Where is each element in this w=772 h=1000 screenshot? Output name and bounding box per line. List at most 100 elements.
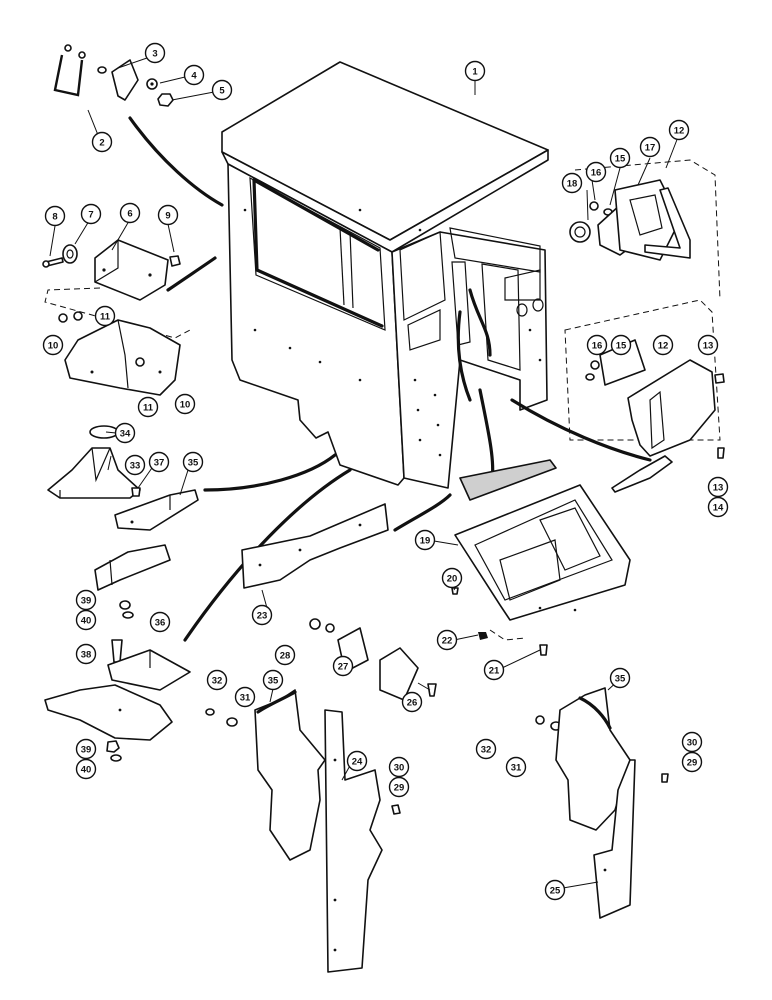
bolt-38 <box>111 639 123 663</box>
plate-12-upper <box>644 187 691 259</box>
callout-circle <box>274 644 296 666</box>
callout-number: 22 <box>442 635 453 646</box>
callout-number: 31 <box>511 762 522 773</box>
callout-c20: 20 <box>441 567 463 589</box>
callout-number: 26 <box>407 697 418 708</box>
side-panel-35 <box>254 689 326 861</box>
nut-16-lower <box>590 360 600 370</box>
callout-c10a: 10 <box>42 334 64 356</box>
side-panel-35-right <box>555 687 631 831</box>
callout-circle <box>346 750 368 772</box>
callout-c34: 34 <box>114 422 136 444</box>
callout-number: 29 <box>394 782 405 793</box>
callout-c1: 1 <box>464 60 486 82</box>
callout-c39b: 39 <box>75 738 97 760</box>
callout-c4: 4 <box>183 64 205 86</box>
floor-plate-left <box>44 684 173 741</box>
callout-c35a: 35 <box>182 451 204 473</box>
callout-circle <box>42 334 64 356</box>
callout-c32a: 32 <box>206 669 228 691</box>
callout-circle <box>609 147 631 169</box>
callout-number: 10 <box>48 340 59 351</box>
callout-c30b: 30 <box>681 731 703 753</box>
callout-circle <box>137 396 159 418</box>
callout-number: 6 <box>127 208 132 219</box>
callout-circle <box>388 756 410 778</box>
callout-c3: 3 <box>144 42 166 64</box>
nut-16-upper <box>589 201 599 211</box>
callout-number: 40 <box>81 615 92 626</box>
callout-number: 35 <box>188 457 199 468</box>
callout-c39a: 39 <box>75 589 97 611</box>
callout-circle <box>75 643 97 665</box>
callout-circle <box>174 393 196 415</box>
cab-rivets <box>243 208 542 457</box>
callout-c22: 22 <box>436 629 458 651</box>
callout-circle <box>464 60 486 82</box>
callout-c6: 6 <box>119 202 141 224</box>
callout-number: 30 <box>687 737 698 748</box>
callout-circle <box>75 758 97 780</box>
u-bolt-2 <box>53 44 86 97</box>
boot-33 <box>47 447 141 499</box>
nut-39-upper <box>119 600 131 610</box>
callout-c31b: 31 <box>505 756 527 778</box>
callout-number: 34 <box>120 428 131 439</box>
callout-c15b: 15 <box>610 334 632 356</box>
callout-c15a: 15 <box>609 147 631 169</box>
callout-number: 40 <box>81 764 92 775</box>
cab-assembly <box>221 61 549 489</box>
callout-number: 27 <box>338 661 349 672</box>
callout-c12a: 12 <box>668 119 690 141</box>
callout-circle <box>251 604 273 626</box>
callout-number: 29 <box>687 757 698 768</box>
callout-c29b: 29 <box>681 751 703 773</box>
callout-c8: 8 <box>44 205 66 227</box>
mount-plate-left <box>64 319 181 396</box>
callout-circle <box>262 669 284 691</box>
console-19 <box>454 459 631 621</box>
bracket-3 <box>97 59 139 101</box>
callout-c16b: 16 <box>586 334 608 356</box>
washer-40-lower <box>110 754 122 762</box>
angle-bracket-right <box>611 455 673 493</box>
nut-11-left <box>73 311 83 321</box>
callout-number: 32 <box>212 675 223 686</box>
callout-circle <box>157 204 179 226</box>
callout-circle <box>609 667 631 689</box>
callout-c32b: 32 <box>475 738 497 760</box>
callout-number: 7 <box>88 209 93 220</box>
callout-circle <box>505 756 527 778</box>
callout-c35c: 35 <box>609 667 631 689</box>
callout-circle <box>91 131 113 153</box>
nut-10-left <box>58 313 68 323</box>
bracket-6 <box>94 239 169 301</box>
callout-number: 4 <box>191 70 197 81</box>
nut-32-right <box>535 715 545 725</box>
callout-number: 11 <box>143 402 154 413</box>
callout-circle <box>75 738 97 760</box>
panel-24 <box>324 709 383 973</box>
panel-23 <box>241 503 389 589</box>
callout-c36: 36 <box>149 611 171 633</box>
callout-circle <box>561 172 583 194</box>
callout-c26: 26 <box>401 691 423 713</box>
callout-c21: 21 <box>483 659 505 681</box>
callout-number: 8 <box>52 211 57 222</box>
callout-number: 13 <box>713 482 724 493</box>
callout-c12b: 12 <box>652 334 674 356</box>
callout-c9: 9 <box>157 204 179 226</box>
callout-number: 5 <box>219 85 225 96</box>
washer-40-upper <box>122 611 134 619</box>
screw-13-lower <box>717 447 725 459</box>
callout-number: 2 <box>99 137 104 148</box>
callout-c31a: 31 <box>234 686 256 708</box>
callout-circle <box>75 589 97 611</box>
nut-31-left <box>226 717 238 727</box>
callout-number: 39 <box>81 595 92 606</box>
callout-c18: 18 <box>561 172 583 194</box>
callout-number: 10 <box>180 399 191 410</box>
knob-7 <box>62 244 78 264</box>
callout-number: 23 <box>257 610 268 621</box>
